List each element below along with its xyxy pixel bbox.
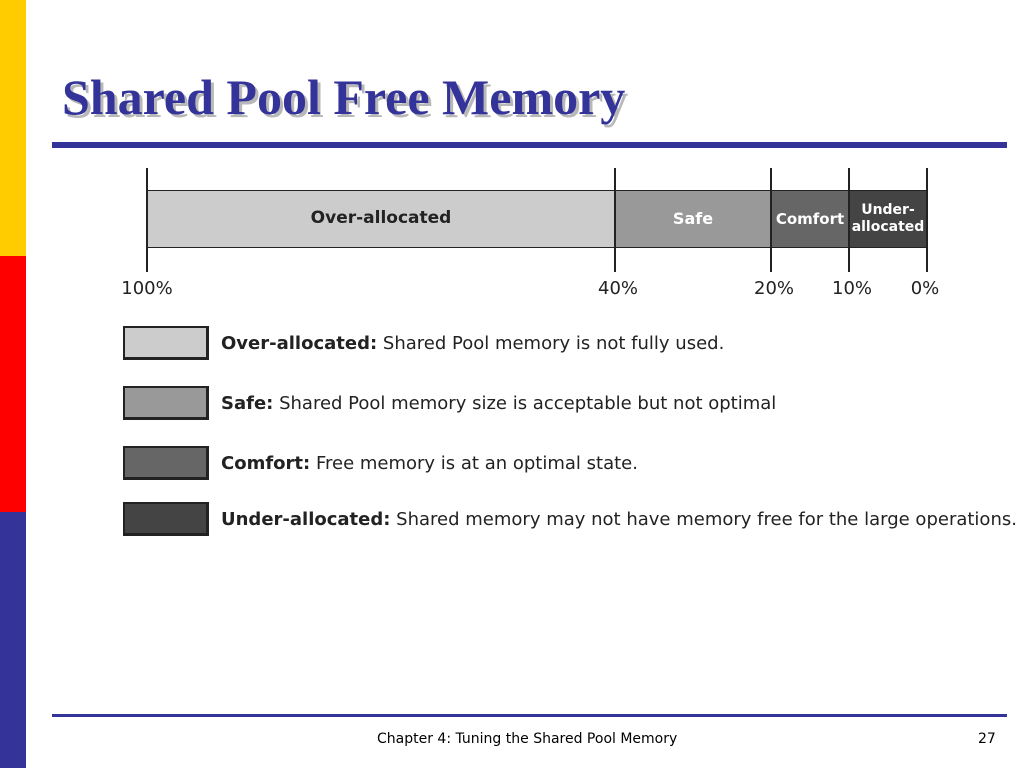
segment-comfort: Comfort bbox=[771, 190, 849, 248]
legend-term: Over-allocated: bbox=[221, 332, 378, 354]
legend-text: Safe: Shared Pool memory size is accepta… bbox=[221, 393, 776, 414]
slide-title: Shared Pool Free Memory bbox=[62, 69, 626, 125]
tick-label-0: 0% bbox=[910, 278, 940, 299]
legend-item-under-allocated: Under-allocated: Shared memory may not h… bbox=[123, 500, 1017, 538]
legend-item-safe: Safe: Shared Pool memory size is accepta… bbox=[123, 384, 776, 422]
tick-mark bbox=[770, 168, 772, 272]
page-number: 27 bbox=[978, 731, 996, 747]
segment-over-allocated: Over-allocated bbox=[147, 190, 615, 248]
tick-mark bbox=[848, 168, 850, 272]
footer-chapter-title: Chapter 4: Tuning the Shared Pool Memory bbox=[377, 731, 678, 747]
tick-mark bbox=[614, 168, 616, 272]
legend-description: Free memory is at an optimal state. bbox=[315, 452, 638, 474]
tick-label-40: 40% bbox=[597, 278, 639, 299]
memory-scale-bar: Over-allocated Safe Comfort Under- alloc… bbox=[147, 190, 927, 250]
legend-term: Safe: bbox=[221, 392, 274, 414]
legend-swatch bbox=[123, 502, 209, 536]
legend-item-over-allocated: Over-allocated: Shared Pool memory is no… bbox=[123, 324, 724, 362]
legend-description: Shared Pool memory is not fully used. bbox=[382, 332, 725, 354]
title-divider bbox=[52, 142, 1007, 148]
side-stripe-blue bbox=[0, 512, 26, 768]
legend-swatch bbox=[123, 386, 209, 420]
legend-term: Comfort: bbox=[221, 452, 311, 474]
segment-safe: Safe bbox=[615, 190, 771, 248]
tick-label-20: 20% bbox=[753, 278, 795, 299]
side-stripe-yellow bbox=[0, 0, 26, 256]
legend-text: Under-allocated: Shared memory may not h… bbox=[221, 509, 1017, 530]
footer-divider bbox=[52, 714, 1007, 717]
legend-swatch bbox=[123, 446, 209, 480]
legend-item-comfort: Comfort: Free memory is at an optimal st… bbox=[123, 444, 638, 482]
legend-description: Shared memory may not have memory free f… bbox=[396, 508, 1017, 530]
legend-description: Shared Pool memory size is acceptable bu… bbox=[279, 392, 777, 414]
segment-under-allocated: Under- allocated bbox=[849, 190, 927, 248]
tick-label-100: 100% bbox=[121, 278, 173, 299]
legend-text: Comfort: Free memory is at an optimal st… bbox=[221, 453, 638, 474]
legend-term: Under-allocated: bbox=[221, 508, 391, 530]
side-stripe-red bbox=[0, 256, 26, 512]
legend-swatch bbox=[123, 326, 209, 360]
tick-mark bbox=[926, 168, 928, 272]
tick-mark bbox=[146, 168, 148, 272]
legend-text: Over-allocated: Shared Pool memory is no… bbox=[221, 333, 724, 354]
tick-label-10: 10% bbox=[831, 278, 873, 299]
